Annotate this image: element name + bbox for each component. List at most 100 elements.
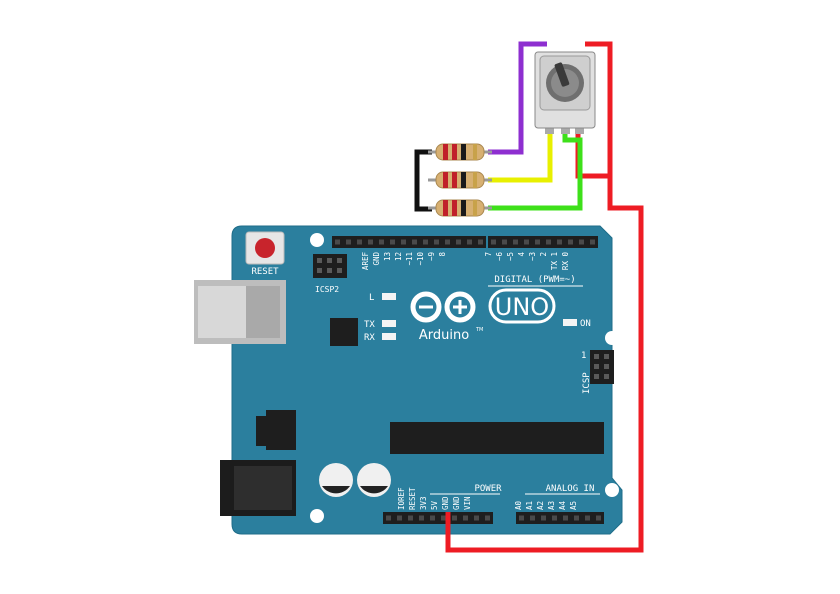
header-pin[interactable]	[546, 239, 551, 245]
icsp-pin[interactable]	[327, 268, 332, 273]
header-pin[interactable]	[478, 239, 483, 245]
header-pin[interactable]	[585, 515, 590, 521]
icsp2-label: ICSP2	[315, 285, 339, 294]
header-pin[interactable]	[386, 515, 391, 521]
led-l	[382, 293, 396, 300]
header-pin[interactable]	[513, 239, 518, 245]
digital-header-right	[488, 236, 598, 248]
header-pin[interactable]	[430, 515, 435, 521]
header-pin[interactable]	[346, 239, 351, 245]
analog-header	[516, 512, 604, 524]
led-l-label: L	[369, 293, 374, 303]
header-pin[interactable]	[445, 239, 450, 245]
icsp-pin1-label: 1	[581, 351, 586, 361]
icsp-pin[interactable]	[594, 364, 599, 369]
pin-label: VIN	[463, 496, 472, 510]
capacitor	[357, 463, 391, 497]
header-pin[interactable]	[463, 515, 468, 521]
uno-badge	[488, 288, 556, 324]
usb-connector	[194, 280, 286, 344]
header-pin[interactable]	[557, 239, 562, 245]
icsp-pin[interactable]	[337, 258, 342, 263]
pin-label: GND	[372, 252, 381, 266]
yellow-wire-pot-pin3	[488, 128, 553, 183]
header-pin[interactable]	[397, 515, 402, 521]
header-pin[interactable]	[335, 239, 340, 245]
header-pin[interactable]	[541, 515, 546, 521]
mounting-hole	[605, 331, 619, 345]
voltage-regulator	[256, 410, 296, 450]
pin-label: TX 1	[550, 252, 559, 270]
icsp-pin[interactable]	[317, 258, 322, 263]
pin-label: ~10	[416, 252, 425, 266]
header-pin[interactable]	[390, 239, 395, 245]
atmega-microcontroller	[390, 422, 604, 454]
pin-label: 5V	[430, 500, 439, 510]
wires	[414, 41, 644, 553]
header-pin[interactable]	[379, 239, 384, 245]
header-pin[interactable]	[401, 239, 406, 245]
pin-label: A5	[569, 501, 578, 510]
led-tx	[382, 320, 396, 327]
icsp-pin[interactable]	[604, 374, 609, 379]
header-pin[interactable]	[530, 515, 535, 521]
header-pin[interactable]	[535, 239, 540, 245]
header-pin[interactable]	[579, 239, 584, 245]
infinity-icon	[410, 291, 476, 323]
pin-label: AREF	[361, 252, 370, 271]
green-wire-pot-pin2	[488, 128, 583, 211]
icsp-pin[interactable]	[604, 354, 609, 359]
header-pin[interactable]	[412, 239, 417, 245]
header-pin[interactable]	[441, 515, 446, 521]
header-pin[interactable]	[434, 239, 439, 245]
reset-label: RESET	[251, 267, 279, 277]
header-pin[interactable]	[502, 239, 507, 245]
header-pin[interactable]	[552, 515, 557, 521]
power-header	[383, 512, 493, 524]
icsp-pin[interactable]	[604, 364, 609, 369]
header-pin[interactable]	[474, 515, 479, 521]
pin-label: GND	[441, 496, 450, 510]
potentiometer[interactable]	[534, 51, 596, 134]
header-strip	[383, 512, 493, 524]
pin-label: ~5	[506, 252, 515, 261]
header-pin[interactable]	[574, 515, 579, 521]
arduino-logo: UNO Arduino TM	[410, 288, 556, 343]
analog-header-title: ANALOG IN	[546, 484, 595, 494]
header-pin[interactable]	[524, 239, 529, 245]
header-pin[interactable]	[596, 515, 601, 521]
icsp-pin[interactable]	[317, 268, 322, 273]
header-pin[interactable]	[519, 515, 524, 521]
header-pin[interactable]	[419, 515, 424, 521]
icsp-header	[590, 350, 614, 384]
icsp-pin[interactable]	[594, 354, 599, 359]
led-on	[563, 319, 577, 326]
header-pin[interactable]	[568, 239, 573, 245]
reset-button[interactable]	[245, 231, 285, 265]
header-pin[interactable]	[456, 239, 461, 245]
header-pin[interactable]	[423, 239, 428, 245]
header-pin[interactable]	[563, 515, 568, 521]
trademark: TM	[475, 327, 483, 333]
icsp-pin[interactable]	[327, 258, 332, 263]
pin-label: ~6	[495, 252, 504, 262]
header-pin[interactable]	[408, 515, 413, 521]
icsp-pin[interactable]	[594, 374, 599, 379]
header-pin[interactable]	[485, 515, 490, 521]
icsp-pin[interactable]	[337, 268, 342, 273]
header-pin[interactable]	[368, 239, 373, 245]
board-pcb	[231, 225, 623, 535]
header-pin[interactable]	[357, 239, 362, 245]
black-wire-gnd	[414, 149, 432, 212]
red-wire-5v	[445, 41, 644, 553]
purple-wire-pot-pin4	[488, 41, 547, 155]
usb-chip	[330, 318, 358, 346]
header-pin[interactable]	[491, 239, 496, 245]
header-pin[interactable]	[590, 239, 595, 245]
header-pin[interactable]	[452, 515, 457, 521]
pin-label: RX 0	[561, 252, 570, 271]
header-pin[interactable]	[467, 239, 472, 245]
